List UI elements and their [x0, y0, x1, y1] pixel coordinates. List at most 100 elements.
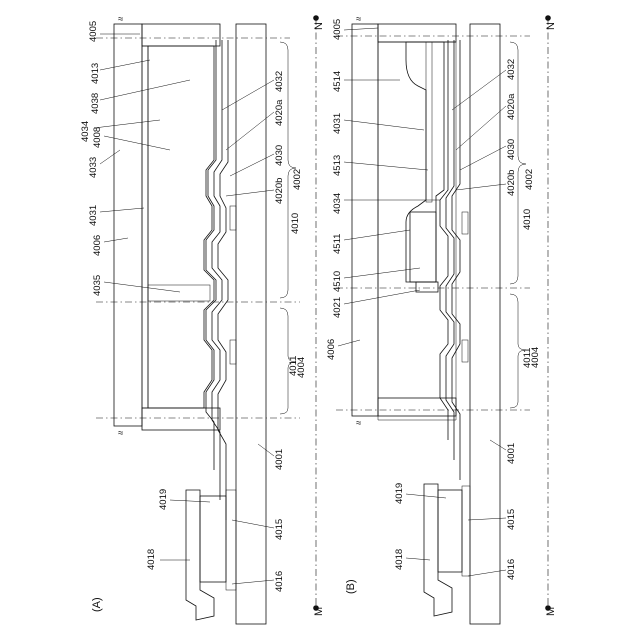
b-tft-4010-gate	[462, 212, 468, 234]
b-break-top: ≈	[356, 14, 361, 25]
a-label-4034-leader	[94, 120, 160, 128]
a-end-label-n: N	[313, 22, 325, 30]
b-break-bottom: ≈	[356, 418, 361, 429]
a-label-4005: 4005	[88, 21, 99, 42]
a-layer-4030	[218, 40, 228, 520]
b-sealant-top	[378, 24, 456, 42]
b-label-4002: 4002	[524, 169, 535, 190]
b-label-4005: 4005	[332, 19, 343, 40]
a-label-4015-leader	[232, 520, 274, 528]
a-break-bottom: ≈	[118, 428, 123, 439]
a-label-4020b: 4020b	[274, 178, 285, 204]
b-label-4006-leader	[338, 340, 360, 346]
b-terminal-4015	[462, 486, 470, 576]
a-label-4001: 4001	[274, 449, 285, 470]
a-spacer-4035	[148, 285, 210, 301]
b-label-4010: 4010	[522, 209, 533, 230]
a-label-4035: 4035	[92, 275, 103, 296]
b-panel-label: (B)	[345, 579, 357, 594]
a-label-4020a-leader	[226, 112, 274, 150]
a-label-4038-leader	[100, 80, 190, 100]
b-label-4510: 4510	[332, 271, 343, 292]
b-label-4001: 4001	[506, 443, 517, 464]
b-label-4030: 4030	[506, 139, 517, 160]
b-label-4021: 4021	[332, 297, 343, 318]
b-label-4004: 4004	[530, 347, 541, 368]
b-label-4020b: 4020b	[506, 170, 517, 196]
b-axis-n-dot	[545, 15, 551, 21]
panel-b: ≈ ≈	[336, 14, 551, 624]
b-layer-4020a	[446, 40, 454, 460]
a-terminal-4015	[226, 490, 236, 590]
a-label-4031: 4031	[88, 205, 99, 226]
a-tft-4010-gate	[230, 206, 236, 230]
b-partition-4021	[416, 282, 438, 292]
panel-b-labels: (B)NM40054514403145134034451145104021400…	[326, 19, 557, 616]
a-label-4033: 4033	[88, 157, 99, 178]
a-label-4010: 4010	[290, 213, 301, 234]
b-label-4005-leader	[344, 28, 378, 30]
a-label-4034: 4034	[80, 121, 91, 142]
b-label-4018: 4018	[394, 549, 405, 570]
a-label-4020a: 4020a	[274, 99, 285, 126]
a-label-4031-leader	[100, 208, 144, 212]
a-label-4020b-leader	[226, 190, 274, 196]
b-label-4034: 4034	[332, 193, 343, 214]
a-label-4030-leader	[230, 154, 274, 176]
a-label-4038: 4038	[90, 93, 101, 114]
a-substrate-4001	[236, 24, 266, 624]
a-layer-4020a	[212, 40, 222, 500]
a-label-4019: 4019	[158, 489, 169, 510]
a-sealant-top	[142, 24, 220, 46]
b-label-4016: 4016	[506, 559, 517, 580]
b-label-4511-leader	[344, 230, 410, 240]
a-label-4006-leader	[104, 238, 128, 242]
a-panel-label: (A)	[91, 597, 103, 612]
b-label-4019-leader	[406, 494, 446, 498]
a-label-4004: 4004	[296, 357, 307, 378]
a-label-4016: 4016	[274, 571, 285, 592]
b-label-4030-leader	[460, 146, 506, 170]
b-label-4001-leader	[490, 440, 506, 450]
b-label-4018-leader	[406, 558, 430, 560]
a-break-top: ≈	[118, 14, 123, 25]
a-axis-n-dot	[313, 15, 319, 21]
b-label-4031: 4031	[332, 113, 343, 134]
a-end-label-m: M	[313, 607, 325, 616]
b-label-4020b-leader	[456, 184, 506, 190]
b-end-label-n: N	[545, 22, 557, 30]
a-fpc-4018	[186, 490, 214, 620]
b-label-4006: 4006	[326, 339, 337, 360]
a-label-4016-leader	[232, 580, 274, 584]
a-label-4033-leader	[100, 150, 120, 164]
b-el-layer-4511	[406, 42, 444, 282]
a-label-4002: 4002	[292, 169, 303, 190]
a-label-4008: 4008	[92, 127, 103, 148]
panel-a: ≈ ≈	[96, 14, 319, 624]
a-label-4018: 4018	[146, 549, 157, 570]
a-label-4006: 4006	[92, 235, 103, 256]
a-label-4030: 4030	[274, 145, 285, 166]
b-label-4510-leader	[344, 268, 420, 278]
b-label-4513: 4513	[332, 155, 343, 176]
b-label-4021-leader	[344, 290, 420, 304]
b-counter-substrate	[352, 24, 378, 416]
a-label-4013-leader	[100, 60, 150, 70]
b-acf-4019	[438, 490, 462, 572]
a-electrode-4031	[142, 46, 148, 408]
b-substrate-4001	[470, 24, 500, 624]
b-tft-4011-gate	[462, 340, 468, 362]
a-label-4015: 4015	[274, 519, 285, 540]
b-electrode-4513	[426, 42, 432, 202]
b-label-4020a: 4020a	[506, 93, 517, 120]
b-electrode-4510	[410, 212, 436, 282]
a-label-4019-leader	[170, 500, 210, 502]
b-sealant-bottom	[378, 398, 456, 416]
a-layer-4032	[206, 40, 216, 470]
a-label-4013: 4013	[90, 63, 101, 84]
a-label-4032: 4032	[274, 71, 285, 92]
b-label-4020a-leader	[456, 106, 506, 150]
b-end-label-m: M	[545, 607, 557, 616]
a-acf-4019	[200, 496, 226, 582]
